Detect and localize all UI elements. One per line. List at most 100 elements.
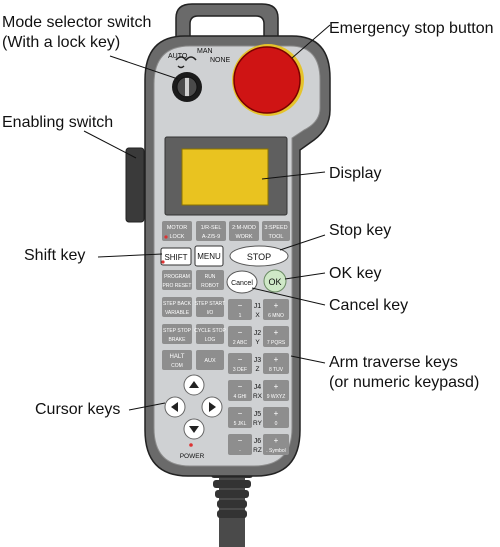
stop-key-label: STOP xyxy=(247,252,271,262)
cancel-key[interactable] xyxy=(226,270,258,294)
aux-key[interactable] xyxy=(196,350,224,370)
step-stop-key-line2: BRAKE xyxy=(169,337,187,343)
jog-joint-label: J5 xyxy=(254,411,262,418)
halt-key-line1: HALT xyxy=(170,354,185,360)
run-key[interactable] xyxy=(196,270,224,290)
r-sel-key[interactable] xyxy=(196,221,226,241)
top-function-keys: MOTOR LOCK 1/R-SEL A-Z/5-9 2:M-MOD WORK … xyxy=(162,221,290,241)
ok-key[interactable] xyxy=(263,269,287,293)
jog-plus-key[interactable] xyxy=(263,434,289,455)
jog-plus-key[interactable] xyxy=(263,407,289,428)
speed-key-line1: 3:SPEED xyxy=(264,225,287,231)
jog-axis-label: RY xyxy=(253,420,263,427)
enabling-switch[interactable] xyxy=(125,147,145,223)
stop-key[interactable] xyxy=(229,245,289,267)
speed-key[interactable] xyxy=(262,221,290,241)
run-key-line2: ROBOT xyxy=(201,283,219,289)
ok-key-label: OK xyxy=(268,277,281,287)
cycle-stop-key[interactable] xyxy=(196,324,224,344)
callout-mode-selector-line1: Mode selector switch xyxy=(2,14,152,31)
jog-plus-sign: + xyxy=(274,436,279,445)
shift-key[interactable] xyxy=(160,247,192,266)
jog-minus-label: 2 ABC xyxy=(233,340,248,346)
m-mod-key-line1: 2:M-MOD xyxy=(232,225,256,231)
motor-lock-key-line1: MOTOR xyxy=(167,225,187,231)
callout-mode-selector: Mode selector switch (With a lock key) xyxy=(2,13,151,53)
menu-key[interactable] xyxy=(194,245,224,267)
jog-plus-sign: + xyxy=(274,355,279,364)
display-screen xyxy=(181,148,269,206)
callout-mode-selector-line2: (With a lock key) xyxy=(2,34,121,51)
m-mod-key-line2: WORK xyxy=(235,234,252,240)
jog-plus-label: 6 MNO xyxy=(268,313,284,319)
jog-minus-key[interactable] xyxy=(228,380,252,401)
key-symbol-icon xyxy=(175,56,197,62)
jog-plus-key[interactable] xyxy=(263,353,289,374)
jog-minus-label: 5 JKL xyxy=(234,421,247,427)
callout-stop-key: Stop key xyxy=(329,222,392,239)
jog-axis-label: RZ xyxy=(253,447,262,454)
jog-plus-key[interactable] xyxy=(263,299,289,320)
halt-key[interactable] xyxy=(162,350,192,370)
jog-minus-key[interactable] xyxy=(228,434,252,455)
step-stop-key-line1: STEP STOP xyxy=(163,328,192,334)
mode-label-auto: AUTO xyxy=(168,53,188,60)
jog-plus-label: 9 WXYZ xyxy=(267,394,286,400)
jog-plus-key[interactable] xyxy=(263,380,289,401)
aux-key-label: AUX xyxy=(204,358,216,364)
arrow-left-icon xyxy=(171,402,178,412)
left-function-keys: PROGRAM PRO RESET RUN ROBOT STEP BACK VA… xyxy=(162,270,226,370)
r-sel-key-line2: A-Z/5-9 xyxy=(202,234,220,240)
jog-joint-label: J1 xyxy=(254,303,262,310)
motor-lock-key-line2: LOCK xyxy=(170,234,185,240)
emergency-stop-button[interactable] xyxy=(232,44,304,116)
motor-lock-indicator xyxy=(164,235,168,239)
cycle-stop-key-line2: LOG xyxy=(205,337,216,343)
mode-label-none: NONE xyxy=(210,57,231,64)
jog-minus-label: 4 GHI xyxy=(233,394,246,400)
jog-plus-key[interactable] xyxy=(263,326,289,347)
callout-cursor-keys: Cursor keys xyxy=(35,401,121,418)
callout-emergency-stop: Emergency stop button xyxy=(329,20,494,37)
run-key-line1: RUN xyxy=(205,274,216,280)
r-sel-key-line1: 1/R-SEL xyxy=(201,225,222,231)
jog-minus-key[interactable] xyxy=(228,353,252,374)
jog-axis-label: Z xyxy=(256,366,260,373)
jog-joint-label: J6 xyxy=(254,438,262,445)
jog-minus-key[interactable] xyxy=(228,299,252,320)
jog-plus-sign: + xyxy=(274,382,279,391)
callout-display: Display xyxy=(329,165,382,182)
step-start-key[interactable] xyxy=(196,297,224,317)
shift-key-label: SHIFT xyxy=(164,253,187,262)
speed-key-line2: TOOL xyxy=(269,234,284,240)
jog-minus-key[interactable] xyxy=(228,407,252,428)
jog-axis-label: RX xyxy=(253,393,263,400)
jog-plus-sign: + xyxy=(274,301,279,310)
callout-arm-traverse-line1: Arm traverse keys xyxy=(329,354,458,371)
step-stop-key[interactable] xyxy=(162,324,192,344)
cursor-keys xyxy=(164,374,223,440)
arrow-down-icon xyxy=(189,426,199,433)
jog-plus-sign: + xyxy=(274,409,279,418)
lock-symbol-icon xyxy=(177,65,185,69)
step-start-key-line2: I/O xyxy=(207,310,214,316)
program-key-line1: PROGRAM xyxy=(164,274,190,280)
jog-plus-sign: + xyxy=(274,328,279,337)
mode-selector-switch[interactable] xyxy=(172,56,202,102)
power-indicator xyxy=(189,443,193,447)
jog-minus-sign: − xyxy=(238,328,243,337)
jog-minus-label: 3 DEF xyxy=(233,367,247,373)
callout-arm-traverse-line2: (or numeric keypasd) xyxy=(329,374,480,391)
cable xyxy=(211,468,253,547)
motor-lock-key[interactable] xyxy=(162,221,192,241)
callout-enabling-switch: Enabling switch xyxy=(2,114,114,131)
m-mod-key[interactable] xyxy=(229,221,259,241)
step-back-key[interactable] xyxy=(162,297,192,317)
halt-key-line2: COM xyxy=(171,363,183,369)
program-key[interactable] xyxy=(162,270,192,290)
step-back-key-line2: VARIABLE xyxy=(165,310,190,316)
jog-minus-key[interactable] xyxy=(228,326,252,347)
arrow-up-icon xyxy=(189,381,199,388)
jog-axis-label: X xyxy=(255,312,260,319)
